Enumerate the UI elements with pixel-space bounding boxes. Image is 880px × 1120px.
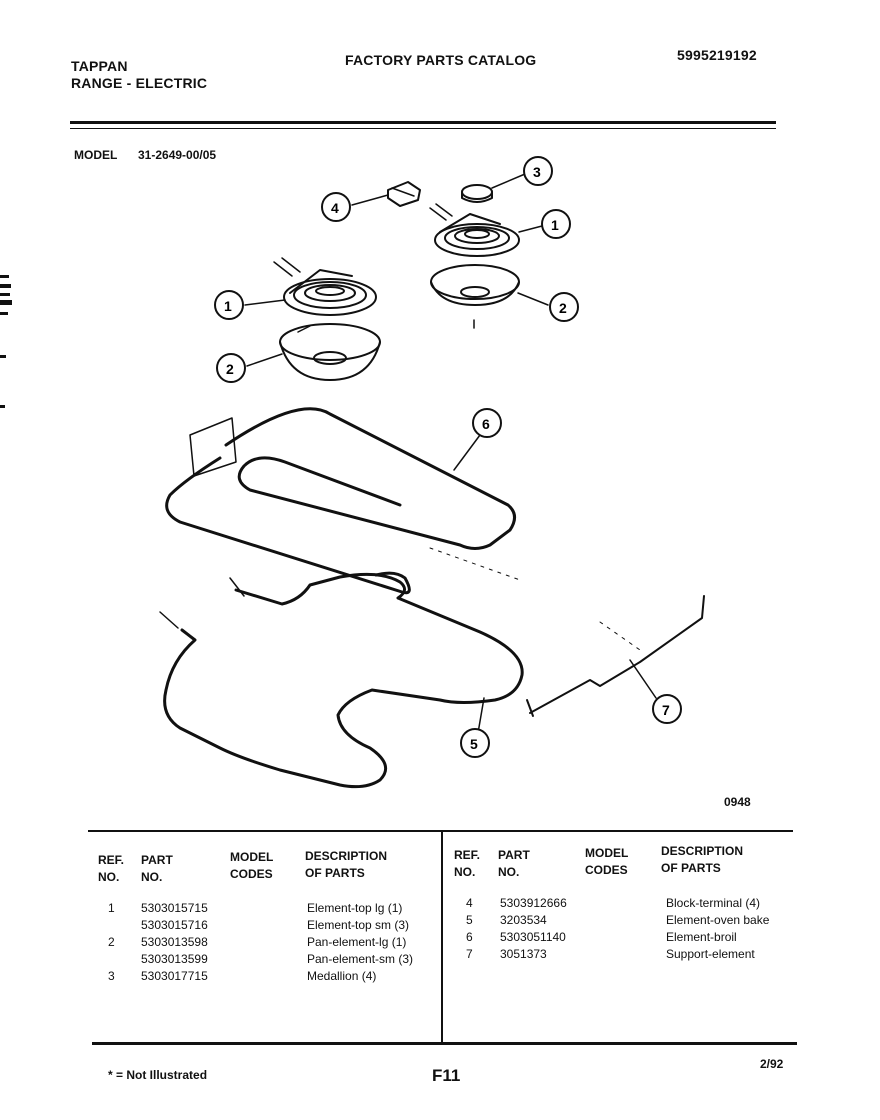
table-row: 5303013599 Pan-element-sm (3) (108, 951, 448, 968)
table-row: 2 5303013598 Pan-element-lg (1) (108, 934, 448, 951)
part-description: Element-top sm (3) (307, 918, 410, 932)
part-description: Medallion (4) (307, 969, 377, 983)
part-description: Block-terminal (4) (666, 896, 761, 910)
ref-no: 5 (466, 913, 473, 927)
brand-name: TAPPAN (71, 58, 128, 74)
not-illustrated-note: * = Not Illustrated (108, 1068, 208, 1082)
table-bottom-rule (92, 1042, 797, 1045)
scan-mark (0, 355, 6, 358)
parts-list-right: 4 5303912666 Block-terminal (4) 5 320353… (466, 895, 796, 963)
part-no: 5303015715 (141, 901, 208, 915)
ref-no: 2 (108, 935, 115, 949)
svg-text:2: 2 (559, 300, 567, 316)
part-no: 5303017715 (141, 969, 208, 983)
table-row: 7 3051373 Support-element (466, 946, 796, 963)
ref-no: 1 (108, 901, 115, 915)
medallion-part (461, 184, 493, 203)
parts-diagram: 3 4 1 1 2 2 6 7 5 (159, 156, 705, 789)
table-row: 5303015716 Element-top sm (3) (108, 917, 448, 934)
callout-6: 6 (472, 408, 502, 438)
part-no: 5303051140 (500, 930, 566, 944)
ref-no: 4 (466, 896, 473, 910)
header-part-no-left: PART NO. (141, 853, 173, 884)
part-no: 3203534 (500, 913, 547, 927)
scan-mark (0, 405, 5, 408)
svg-text:5: 5 (470, 736, 478, 752)
table-row: 5 3203534 Element-oven bake (466, 912, 796, 929)
svg-text:4: 4 (331, 200, 339, 216)
model-label: MODEL (74, 148, 118, 162)
table-row: 1 5303015715 Element-top lg (1) (108, 900, 448, 917)
part-no: 5303912666 (500, 896, 567, 910)
broil-element-part (165, 407, 521, 595)
header-description-right: DESCRIPTION OF PARTS (661, 844, 744, 875)
part-description: Element-broil (666, 930, 737, 944)
table-row: 6 5303051140 Element-broil (466, 929, 796, 946)
part-no: 5303013599 (141, 952, 208, 966)
part-description: Support-element (666, 947, 755, 961)
part-no: 5303015716 (141, 918, 208, 932)
revision-date: 2/92 (760, 1057, 784, 1071)
scan-mark (0, 300, 12, 305)
callout-1-left: 1 (214, 290, 244, 320)
page-number: F11 (432, 1066, 461, 1085)
svg-text:2: 2 (226, 361, 234, 377)
header-rule-thin (70, 128, 776, 129)
header-ref-no-left: REF. NO. (98, 853, 125, 884)
callout-2-right: 2 (549, 292, 579, 322)
bake-element-part (159, 572, 524, 789)
table-row: 4 5303912666 Block-terminal (4) (466, 895, 796, 912)
callout-1-right: 1 (541, 209, 571, 239)
scan-mark (0, 293, 10, 296)
model-value: 31-2649-00/05 (138, 148, 217, 162)
svg-text:1: 1 (224, 298, 232, 314)
table-divider (441, 831, 443, 1043)
terminal-block-part (387, 181, 421, 207)
catalog-number: 5995219192 (677, 47, 757, 63)
part-description: Element-oven bake (666, 913, 770, 927)
callout-4: 4 (321, 192, 351, 222)
drip-pan-small-part (430, 264, 520, 306)
header-ref-no-right: REF. NO. (454, 848, 481, 879)
header-model-codes-left: MODEL CODES (230, 850, 274, 881)
parts-list-left: 1 5303015715 Element-top lg (1) 53030157… (108, 900, 448, 985)
table-top-rule (88, 830, 793, 832)
catalog-title: FACTORY PARTS CATALOG (345, 52, 537, 68)
svg-text:7: 7 (662, 702, 670, 718)
table-row: 3 5303017715 Medallion (4) (108, 968, 448, 985)
part-description: Pan-element-lg (1) (307, 935, 407, 949)
scan-mark (0, 284, 11, 288)
header-part-no-right: PART NO. (498, 848, 530, 879)
part-no: 5303013598 (141, 935, 208, 949)
header-rule (70, 121, 776, 124)
header-description-left: DESCRIPTION OF PARTS (305, 849, 388, 880)
callout-3: 3 (523, 156, 553, 186)
ref-no: 6 (466, 930, 473, 944)
header-model-codes-right: MODEL CODES (585, 846, 629, 877)
top-element-large-part (273, 257, 377, 316)
svg-text:1: 1 (551, 217, 559, 233)
scan-mark (0, 275, 9, 278)
scan-mark (0, 312, 8, 315)
part-description: Pan-element-sm (3) (307, 952, 414, 966)
svg-text:3: 3 (533, 164, 541, 180)
callout-7: 7 (652, 694, 682, 724)
drip-pan-large-part (279, 323, 381, 381)
support-element-part (526, 595, 705, 717)
ref-no: 3 (108, 969, 115, 983)
callout-5: 5 (460, 728, 490, 758)
top-element-small-part (429, 203, 520, 257)
svg-text:6: 6 (482, 416, 490, 432)
drawing-code: 0948 (724, 795, 751, 809)
part-description: Element-top lg (1) (307, 901, 403, 915)
product-type: RANGE - ELECTRIC (71, 75, 208, 91)
callout-2-left: 2 (216, 353, 246, 383)
ref-no: 7 (466, 947, 473, 961)
part-no: 3051373 (500, 947, 547, 961)
